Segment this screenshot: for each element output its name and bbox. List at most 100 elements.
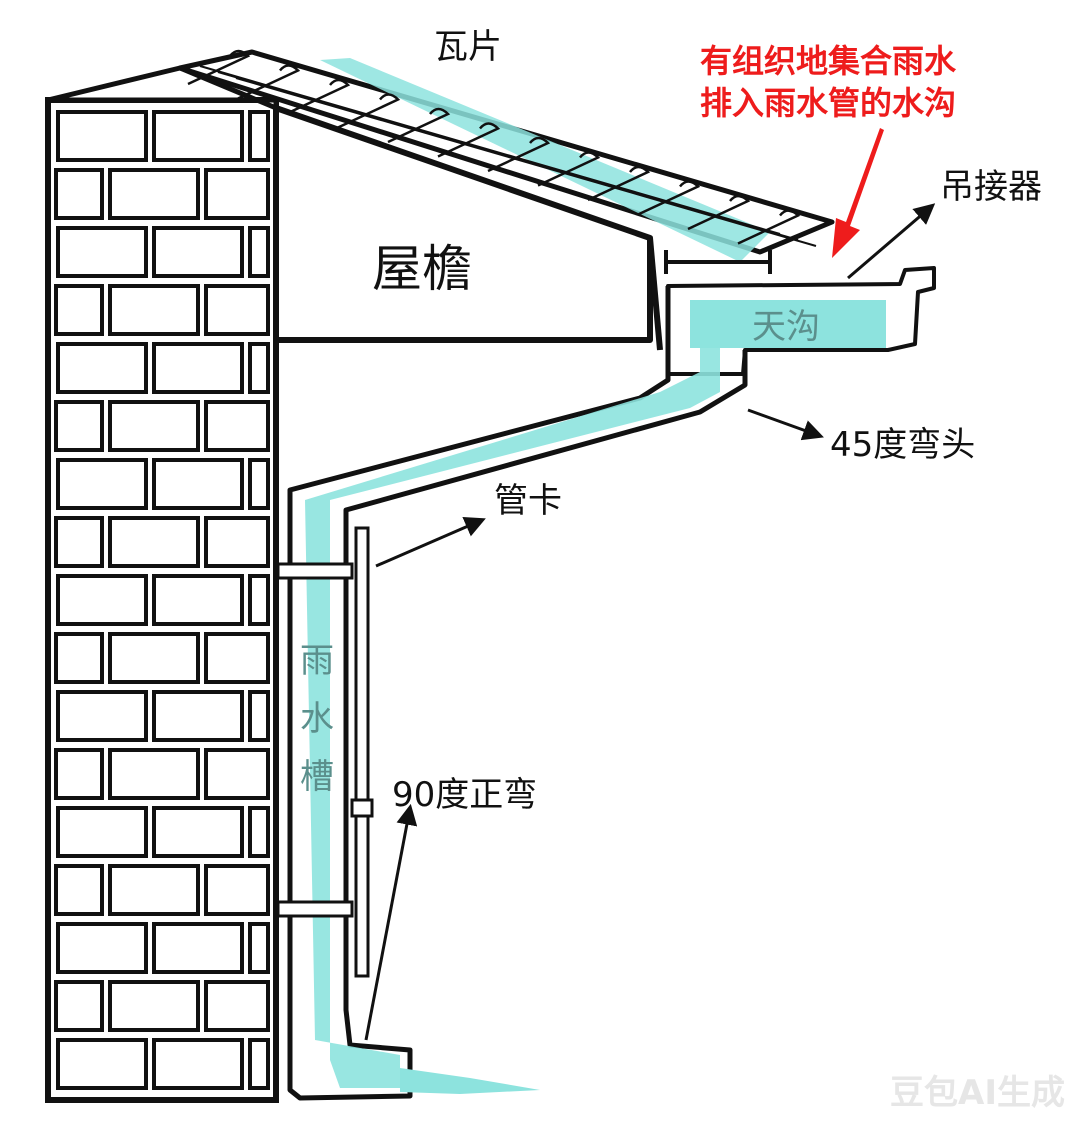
tile-seam bbox=[387, 107, 451, 144]
brick bbox=[152, 110, 244, 162]
brick bbox=[248, 922, 270, 974]
rod-joint bbox=[350, 798, 374, 818]
label-pipe-char1: 雨 bbox=[300, 641, 334, 681]
label-elbow45: 45度弯头 bbox=[830, 425, 975, 465]
brick bbox=[108, 284, 200, 336]
label-eave: 屋檐 bbox=[372, 240, 472, 298]
brick bbox=[204, 632, 270, 684]
watermark: 豆包AI生成 bbox=[890, 1073, 1065, 1113]
pointer-arrow-icon bbox=[847, 203, 936, 280]
brick bbox=[152, 226, 244, 278]
brick bbox=[108, 980, 200, 1032]
brick bbox=[248, 690, 270, 742]
brick bbox=[108, 168, 200, 220]
gutter bbox=[666, 266, 936, 376]
brick bbox=[108, 864, 200, 916]
pipe-clip-lower bbox=[276, 900, 354, 918]
roof-tiles bbox=[177, 49, 835, 262]
tile-seam bbox=[437, 122, 501, 158]
brick bbox=[56, 922, 148, 974]
brick bbox=[56, 226, 148, 278]
brick bbox=[56, 690, 148, 742]
downpipe bbox=[276, 286, 748, 1101]
brick bbox=[248, 574, 270, 626]
label-pipe-char3: 槽 bbox=[300, 757, 334, 797]
brick bbox=[108, 400, 200, 452]
brick bbox=[54, 864, 104, 916]
red-arrow-icon bbox=[832, 128, 884, 258]
label-pipe-char2: 水 bbox=[300, 699, 334, 739]
brick bbox=[248, 1038, 270, 1090]
hanger-bracket bbox=[664, 250, 772, 274]
brick bbox=[108, 632, 200, 684]
brick bbox=[56, 806, 148, 858]
pointer-arrow-icon bbox=[747, 408, 824, 441]
brick bbox=[204, 864, 270, 916]
brick bbox=[204, 400, 270, 452]
gutter-water bbox=[690, 300, 886, 348]
eave-body bbox=[273, 105, 653, 343]
brick bbox=[54, 632, 104, 684]
label-gutter: 天沟 bbox=[752, 307, 820, 347]
tile-seam bbox=[737, 209, 801, 245]
eave-fascia bbox=[647, 237, 663, 351]
brick bbox=[204, 748, 270, 800]
brick bbox=[54, 400, 104, 452]
brick bbox=[248, 806, 270, 858]
brick bbox=[54, 168, 104, 220]
brick bbox=[152, 1038, 244, 1090]
brick bbox=[54, 980, 104, 1032]
brick bbox=[56, 574, 148, 626]
label-clip: 管卡 bbox=[494, 481, 562, 521]
brick bbox=[204, 168, 270, 220]
brick bbox=[56, 458, 148, 510]
brick bbox=[204, 284, 270, 336]
tile-seam bbox=[537, 151, 601, 187]
brick bbox=[56, 342, 148, 394]
brick bbox=[108, 748, 200, 800]
support-rod bbox=[354, 526, 370, 978]
label-hanger: 吊接器 bbox=[940, 167, 1042, 207]
label-elbow90: 90度正弯 bbox=[392, 775, 537, 815]
tile-seams bbox=[187, 49, 817, 247]
tile-seam bbox=[237, 64, 301, 100]
brick bbox=[152, 690, 244, 742]
tile-seam bbox=[687, 194, 751, 231]
brick bbox=[248, 110, 270, 162]
brick bbox=[204, 980, 270, 1032]
tile-seam bbox=[187, 49, 251, 86]
brick bbox=[248, 226, 270, 278]
callout-line2: 排入雨水管的水沟 bbox=[700, 84, 956, 122]
tile-water-band bbox=[320, 58, 770, 262]
brick bbox=[56, 110, 148, 162]
brick bbox=[152, 922, 244, 974]
tile-row-line bbox=[235, 77, 817, 247]
brick bbox=[152, 574, 244, 626]
pointer-arrow-icon bbox=[364, 803, 418, 1041]
brick bbox=[152, 458, 244, 510]
tile-seam bbox=[287, 78, 351, 115]
wall-bricks bbox=[54, 110, 270, 1090]
tile-seam bbox=[637, 180, 701, 216]
brick bbox=[204, 516, 270, 568]
roof-structure bbox=[45, 65, 663, 351]
brick bbox=[152, 342, 244, 394]
brick bbox=[54, 284, 104, 336]
tile-seam bbox=[337, 93, 401, 129]
callout-line1: 有组织地集合雨水 bbox=[700, 42, 957, 80]
brick bbox=[108, 516, 200, 568]
labels: 瓦片 屋檐 吊接器 天沟 45度弯头 管卡 雨 水 槽 90度正弯 有组织地集合… bbox=[300, 27, 1065, 1113]
pointer-arrow-icon bbox=[375, 517, 486, 568]
tile-seam bbox=[587, 165, 651, 202]
pipe-clip-upper bbox=[276, 562, 354, 580]
brick bbox=[248, 342, 270, 394]
brick-wall bbox=[45, 97, 279, 1103]
splash-water bbox=[400, 1068, 540, 1094]
brick bbox=[54, 516, 104, 568]
brick bbox=[152, 806, 244, 858]
label-tiles: 瓦片 bbox=[434, 27, 502, 67]
brick bbox=[56, 1038, 148, 1090]
tile-seam bbox=[487, 136, 551, 173]
brick bbox=[248, 458, 270, 510]
